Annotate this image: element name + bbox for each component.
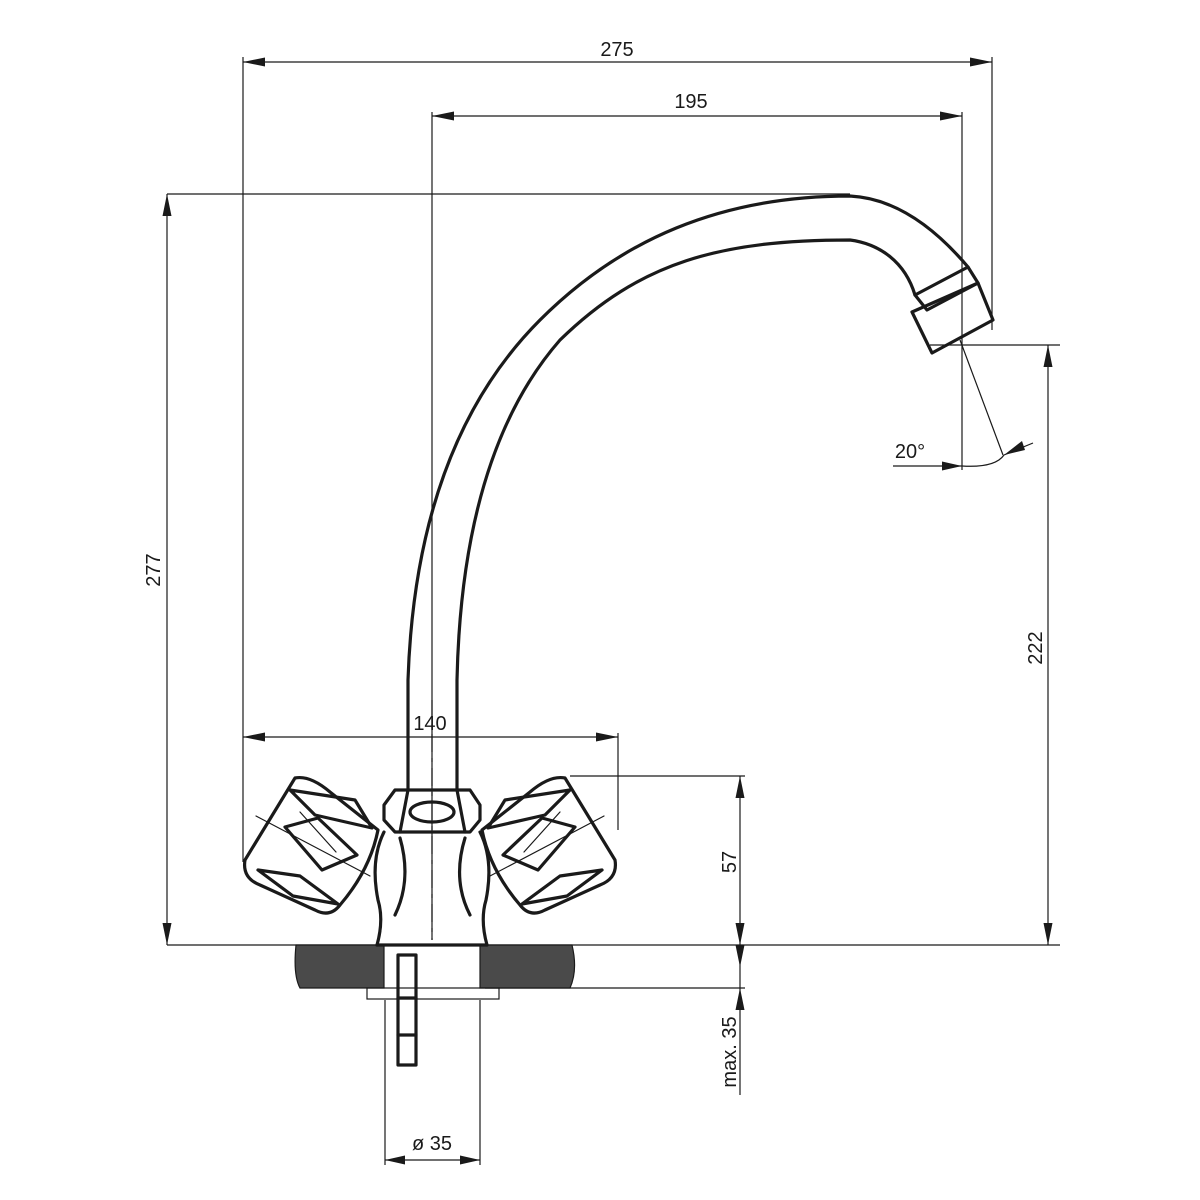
dimension-222: 222 — [1025, 345, 1053, 945]
dimension-max-35: max. 35 — [719, 945, 745, 1095]
dim-label-max-35: max. 35 — [719, 1016, 741, 1087]
dimension-277: 277 — [143, 194, 172, 945]
dim-label-57: 57 — [719, 851, 741, 873]
dim-label-angle-20: 20° — [895, 441, 925, 463]
spout — [406, 194, 995, 792]
dimension-diameter-35: ø 35 — [385, 1133, 480, 1165]
dim-label-222: 222 — [1025, 631, 1047, 664]
faucet-body — [373, 788, 491, 1067]
dimension-140: 140 — [243, 713, 618, 742]
dimension-275: 275 — [243, 39, 992, 67]
dimension-angle-20: 20° — [893, 441, 1034, 471]
dim-label-diameter-35: ø 35 — [412, 1133, 452, 1155]
dim-label-140: 140 — [413, 713, 446, 735]
left-handle — [242, 775, 380, 915]
dim-label-195: 195 — [674, 91, 707, 113]
dimension-57: 57 — [719, 776, 745, 945]
countertop-section — [294, 944, 576, 1000]
dim-label-275: 275 — [600, 39, 633, 61]
right-handle — [480, 775, 618, 915]
dim-label-277: 277 — [143, 553, 165, 586]
extension-lines — [167, 57, 1060, 1165]
dimension-195: 195 — [432, 91, 962, 121]
